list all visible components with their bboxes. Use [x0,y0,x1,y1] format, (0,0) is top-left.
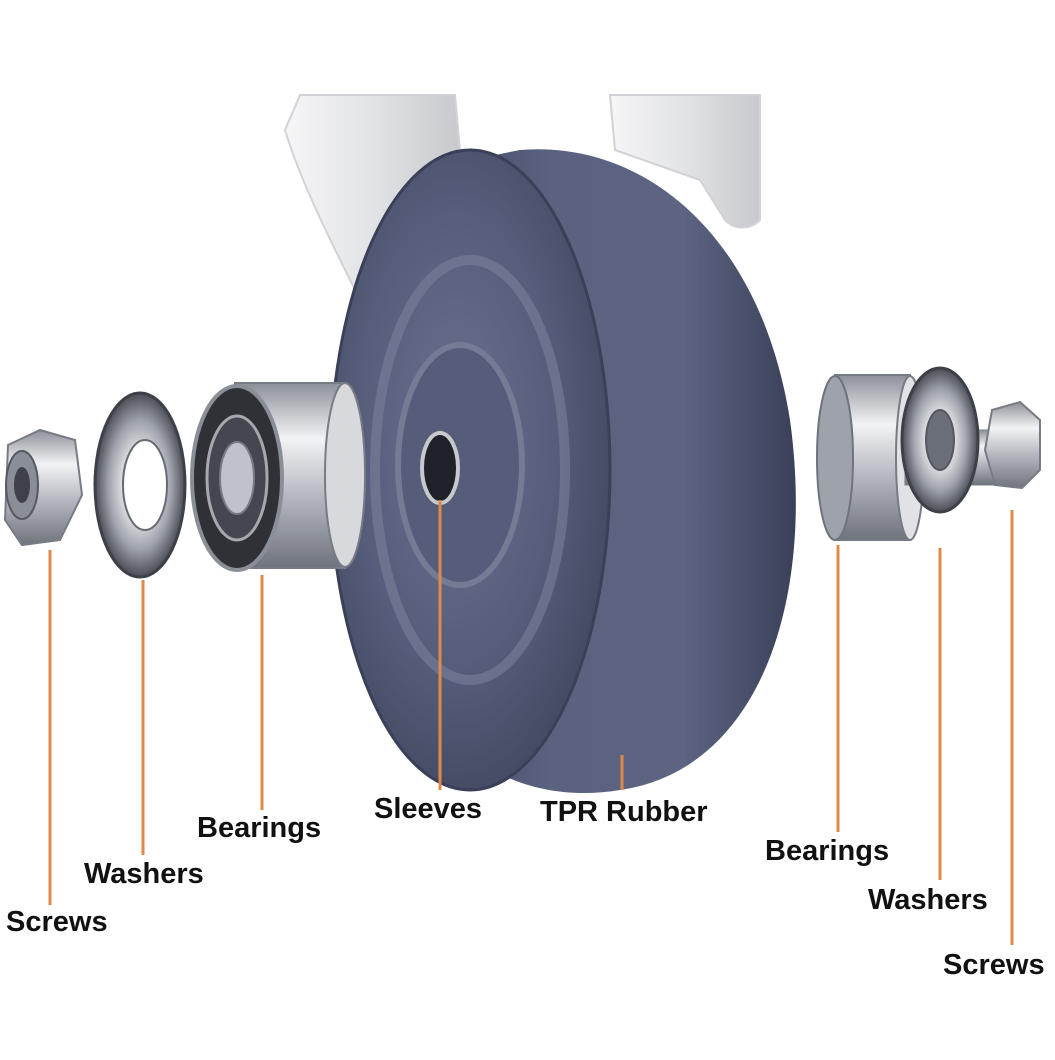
label-left-screws: Screws [6,906,108,938]
right-screw-nut-icon [983,400,1041,490]
sleeve-bore [420,431,460,505]
label-right-bearings: Bearings [765,835,890,867]
left-bearing-icon [190,382,366,572]
left-washer-icon [93,391,187,579]
label-tpr-rubber: TPR Rubber [540,796,708,828]
label-right-washers: Washers [868,884,988,916]
label-left-bearings: Bearings [197,812,322,844]
label-left-washers: Washers [84,858,204,890]
left-screw-nut-icon [3,428,84,547]
label-right-screws: Screws [943,949,1045,981]
wheel-hub-ring-inner [395,342,525,588]
wheel-hub-ring-outer [370,255,570,685]
leader-lines [48,500,1014,945]
fork-bracket-right-arm [608,94,761,229]
label-sleeves: Sleeves [374,793,483,825]
right-washer-icon [900,366,980,514]
